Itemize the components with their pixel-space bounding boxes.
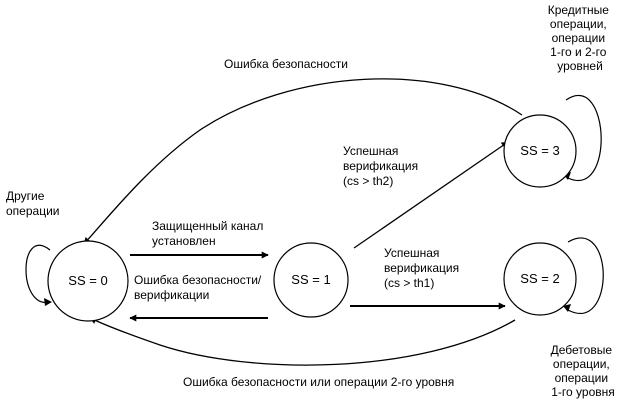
label-other-operations-line: Другие xyxy=(6,189,45,203)
label-secure-channel-line: установлен xyxy=(152,234,216,248)
state-ss2-label: SS = 2 xyxy=(520,271,559,286)
label-debit-operations: Дебетовые операции, операции 1-го уровня xyxy=(551,343,616,399)
label-credit-operations-line: Кредитные xyxy=(548,3,610,17)
label-success-th1-line: верификация xyxy=(384,261,459,275)
label-credit-operations-line: 1-го и 2-го xyxy=(550,45,607,59)
state-ss2-node xyxy=(503,242,577,316)
state-ss0-node xyxy=(47,240,129,322)
self-loop-ss0 xyxy=(25,244,51,303)
edge-ss1-to-ss3-success-th2 xyxy=(353,141,509,249)
label-debit-operations-line: операции, xyxy=(553,357,610,371)
label-other-operations-line: операции xyxy=(6,204,59,218)
self-loop-ss3 xyxy=(565,95,602,182)
label-security-error-bottom: Ошибка безопасности или операции 2-го ур… xyxy=(183,375,454,389)
label-credit-operations-line: операции xyxy=(552,31,605,45)
self-loop-ss0-arrowhead xyxy=(44,298,52,306)
state-ss3-node xyxy=(503,114,577,188)
label-success-th1: Успешная верификация (cs > th1) xyxy=(384,246,462,290)
state-ss0-label: SS = 0 xyxy=(68,273,107,288)
label-success-th2-line: верификация xyxy=(343,159,418,173)
label-credit-operations-line: уровней xyxy=(557,59,603,73)
label-credit-operations: Кредитные операции, операции 1-го и 2-го… xyxy=(548,3,613,73)
label-security-verification-error-line: Ошибка безопасности/ xyxy=(134,273,262,287)
label-success-th1-line: Успешная xyxy=(384,246,439,260)
state-ss1-node xyxy=(273,242,349,318)
label-secure-channel-line: Защищенный канал xyxy=(152,219,263,233)
label-debit-operations-line: операции xyxy=(555,371,608,385)
label-debit-operations-line: 1-го уровня xyxy=(551,385,615,399)
label-credit-operations-line: операции, xyxy=(550,17,607,31)
self-loop-ss2 xyxy=(567,237,604,314)
label-secure-channel: Защищенный канал установлен xyxy=(152,219,267,248)
label-security-error-top: Ошибка безопасности xyxy=(224,57,348,71)
label-debit-operations-line: Дебетовые xyxy=(551,343,613,357)
label-security-verification-error: Ошибка безопасности/ верификации xyxy=(134,273,265,302)
label-success-th2-line: (cs > th2) xyxy=(343,174,393,188)
label-success-th2: Успешная верификация (cs > th2) xyxy=(343,144,421,188)
label-success-th1-line: (cs > th1) xyxy=(384,276,434,290)
label-other-operations: Другие операции xyxy=(6,189,59,218)
self-loop-ss2-arrowhead xyxy=(563,304,571,312)
edge-ss2-to-ss0-security-error xyxy=(89,317,516,366)
label-success-th2-line: Успешная xyxy=(343,144,398,158)
label-security-verification-error-line: верификации xyxy=(134,288,209,302)
edge-ss3-to-ss0-security-error xyxy=(83,78,523,245)
state-ss3-label: SS = 3 xyxy=(520,143,559,158)
state-ss1-label: SS = 1 xyxy=(291,272,330,287)
